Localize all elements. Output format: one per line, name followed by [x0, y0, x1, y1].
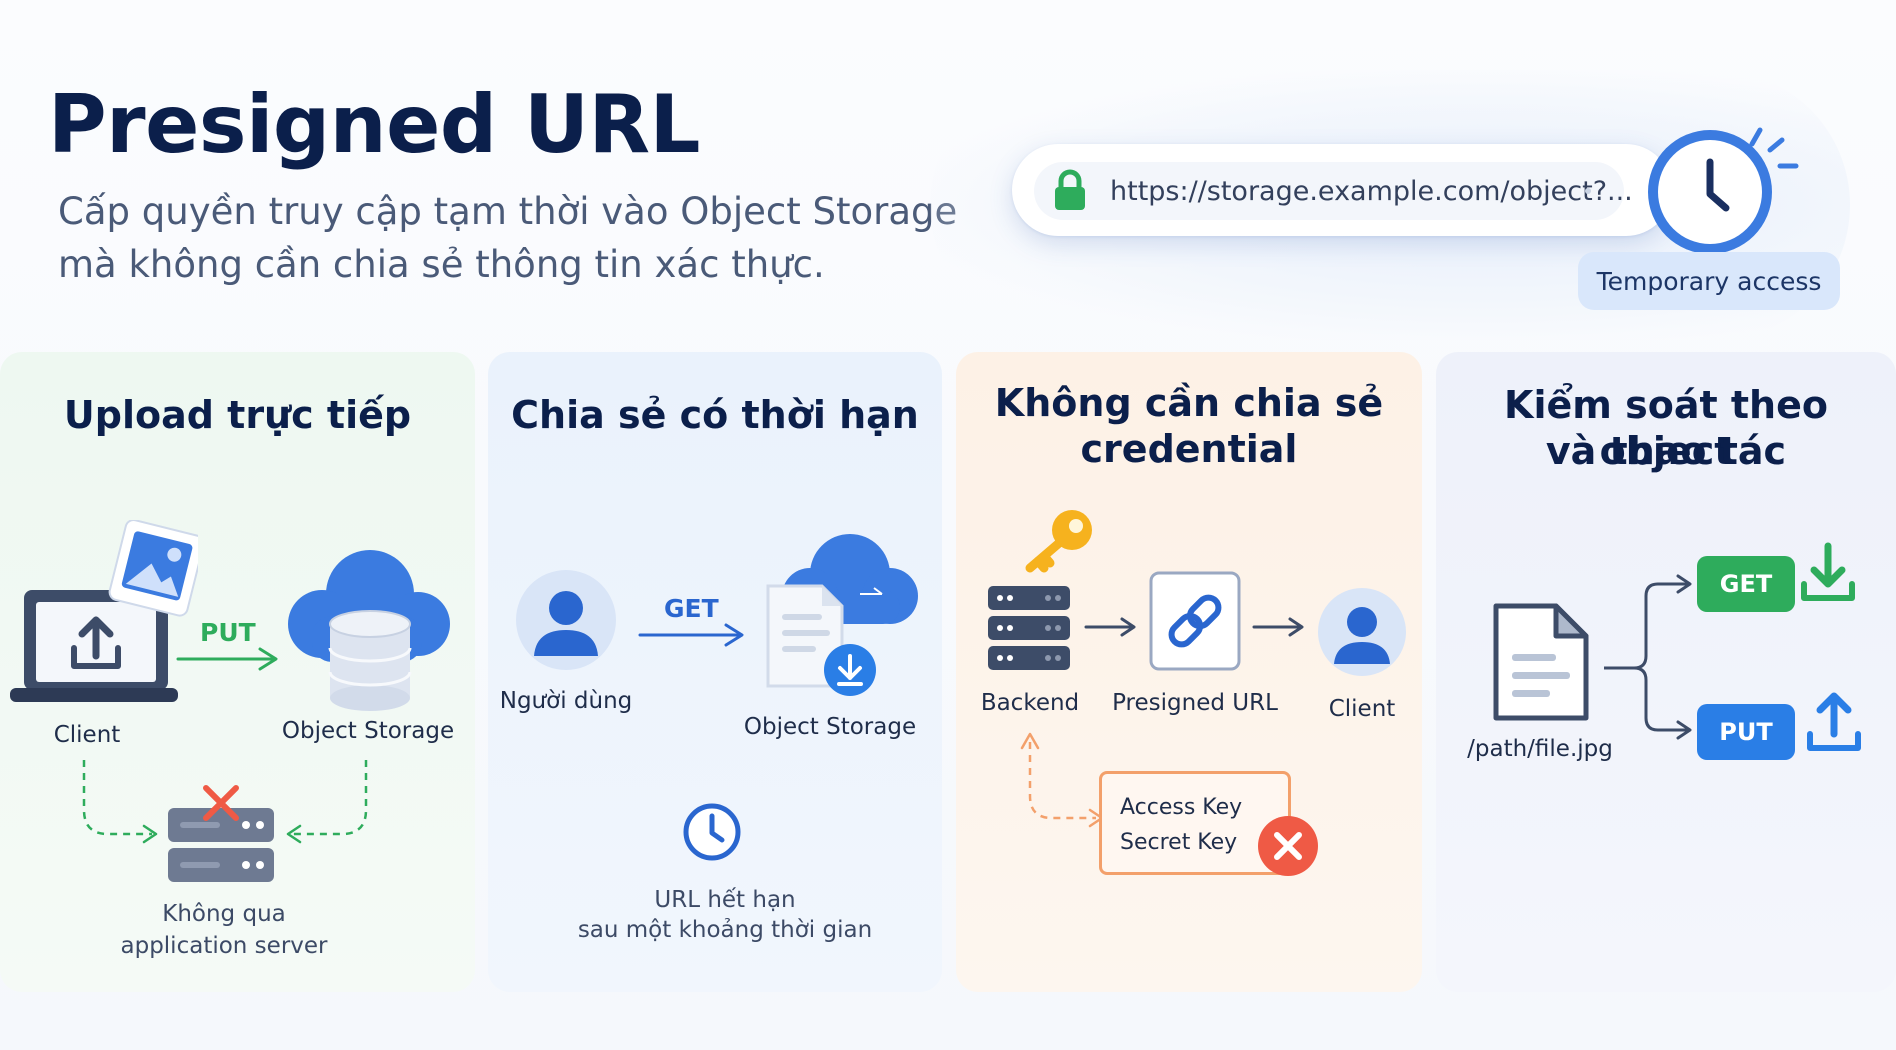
user-avatar-icon	[516, 570, 616, 670]
secret-key-label: Secret Key	[1120, 830, 1238, 855]
url-arrow-icon	[1585, 188, 1591, 194]
upload-arrow	[176, 647, 278, 671]
file-path-label: /path/file.jpg	[1467, 736, 1613, 762]
upload-client-label: Client	[53, 722, 121, 748]
panel-4-title-line-1: Kiểm soát theo object	[1504, 383, 1828, 473]
bypass-label-line-2: application server	[120, 933, 328, 959]
subtitle-line-2: mà không cần chia sẻ thông tin xác thực.	[58, 243, 825, 286]
expiry-label-line-2: sau một khoảng thời gian	[577, 917, 873, 943]
page-title: Presigned URL	[48, 78, 701, 171]
arrow-url-to-client	[1252, 617, 1304, 637]
panel-1-title: Upload trực tiếp	[63, 393, 412, 437]
presigned-link-card	[1149, 571, 1241, 671]
expiry-clock-icon	[683, 803, 741, 861]
bypass-label-line-1: Không qua	[162, 901, 286, 927]
cloud-database-icon	[288, 550, 450, 711]
application-server-icon	[168, 808, 274, 882]
share-get-label: GET	[664, 594, 719, 623]
url-text: https://storage.example.com/object?...	[1110, 176, 1633, 207]
branch-arrows	[1604, 574, 1692, 740]
key-icon	[1025, 510, 1092, 573]
clock-icon	[1648, 127, 1799, 254]
download-icon	[1801, 542, 1855, 601]
panel-2-title: Chia sẻ có thời hạn	[511, 393, 919, 437]
url-field	[1034, 162, 1624, 220]
backend-keys-dashed-arrow	[1020, 732, 1104, 828]
cloud-file-download-icon	[766, 534, 918, 696]
expiry-label-line-1: URL hết hạn	[654, 887, 796, 913]
file-icon	[1493, 603, 1589, 721]
credentials-text: Access Key Secret Key	[1120, 790, 1242, 860]
laptop-icon	[10, 520, 198, 702]
share-storage-label: Object Storage	[743, 714, 917, 740]
access-key-label: Access Key	[1120, 795, 1243, 820]
panel-3-title-line-1: Không cần chia sẻ	[994, 381, 1384, 425]
panel-3-title-line-2: credential	[1080, 427, 1298, 471]
lock-icon	[1055, 169, 1085, 210]
panel-4-title-line-2: và thao tác	[1545, 429, 1787, 473]
blocked-x-icon	[203, 785, 239, 821]
share-arrow	[638, 623, 744, 647]
upload-icon	[1807, 692, 1861, 751]
client-avatar-icon	[1318, 588, 1406, 676]
backend-server-icon	[988, 586, 1070, 670]
put-operation-badge: PUT	[1697, 704, 1795, 760]
denied-x-icon	[1258, 816, 1318, 876]
arrow-backend-to-url	[1084, 617, 1136, 637]
subtitle-line-1: Cấp quyền truy cập tạm thời vào Object S…	[58, 190, 958, 233]
temporary-access-badge: Temporary access	[1578, 252, 1840, 310]
client-label: Client	[1328, 696, 1396, 722]
bypass-dashed-arrows	[82, 760, 368, 844]
backend-label: Backend	[980, 690, 1080, 716]
get-operation-badge: GET	[1697, 556, 1795, 612]
upload-storage-label: Object Storage	[281, 718, 455, 744]
presigned-url-label: Presigned URL	[1112, 690, 1278, 716]
user-label: Người dùng	[499, 688, 633, 714]
upload-put-label: PUT	[200, 618, 256, 647]
